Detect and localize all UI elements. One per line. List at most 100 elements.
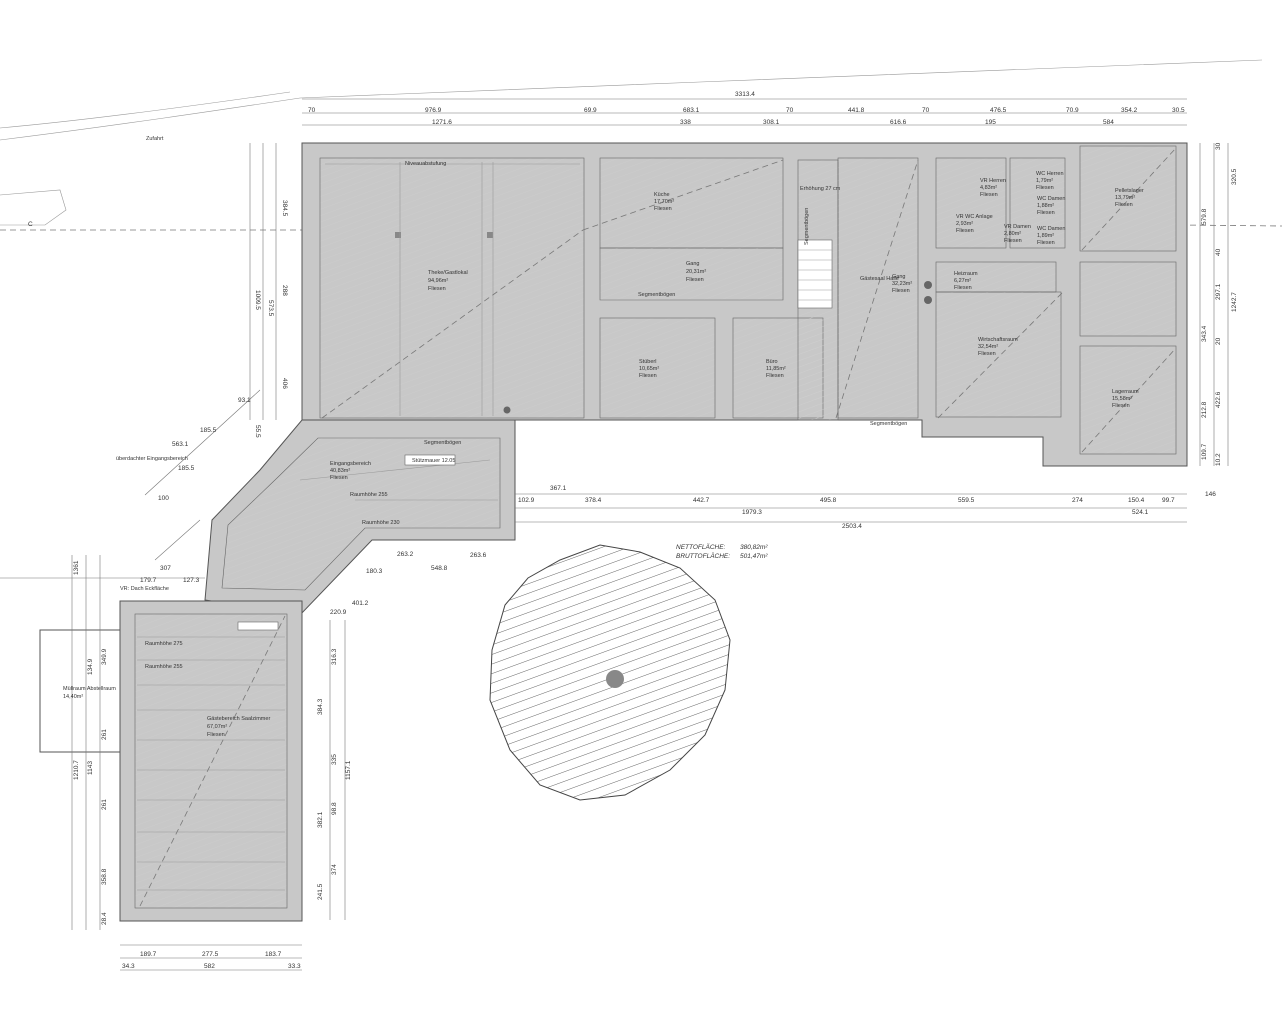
- note-eingangsbereich-ext: überdachter Eingangsbereich: [116, 456, 188, 462]
- dim-right-5: 422.6: [1215, 391, 1222, 408]
- svg-text:VR Damen: VR Damen: [1004, 224, 1031, 230]
- dim-right-7: 109.7: [1201, 443, 1208, 460]
- street-curb-line: [0, 59, 1263, 141]
- svg-text:32,23m²: 32,23m²: [892, 281, 912, 287]
- svg-text:Fliesen: Fliesen: [1037, 240, 1055, 246]
- dim-top-r1-4: 70: [786, 107, 794, 114]
- svg-text:Müllraum Abstellraum: Müllraum Abstellraum: [63, 686, 116, 692]
- dim-annex-b-5: 33.3: [288, 963, 301, 970]
- annex-building: [39, 600, 303, 922]
- dim-left-4: 406: [281, 378, 288, 389]
- room-label-wc-damen-2: WC Damen 1,89m² Fliesen: [1037, 226, 1065, 246]
- dim-bottom-total1: 1979.3: [742, 509, 762, 516]
- svg-text:Lagerraum: Lagerraum: [1112, 389, 1139, 395]
- svg-text:Fliesen: Fliesen: [1115, 202, 1133, 208]
- dim-top-r1-2: 69.9: [584, 107, 597, 114]
- room-label-gaestebereich: Gästebereich Saalzimmer 67,07m² Fliesen: [207, 716, 270, 738]
- svg-text:Pelletslager: Pelletslager: [1115, 188, 1144, 194]
- svg-text:Fliesen: Fliesen: [1112, 403, 1130, 409]
- svg-text:380,82m²: 380,82m²: [740, 544, 768, 551]
- svg-text:501,47m²: 501,47m²: [740, 553, 768, 560]
- dim-bottom-4: 495.8: [820, 497, 837, 504]
- svg-text:4,83m²: 4,83m²: [980, 185, 997, 191]
- dim-right-8: 40: [1215, 248, 1222, 256]
- room-label-heizraum: Heizraum 6,27m² Fliesen: [954, 271, 978, 291]
- dim-annex-b-2: 183.7: [265, 951, 282, 958]
- svg-text:Fliesen: Fliesen: [428, 286, 446, 292]
- svg-text:2,80m²: 2,80m²: [1004, 231, 1021, 237]
- svg-text:Wirtschaftsraum: Wirtschaftsraum: [978, 337, 1018, 343]
- dim-bottom-total1b: 524.1: [1132, 509, 1149, 516]
- room-label-vr-damen: VR Damen 2,80m² Fliesen: [1004, 224, 1031, 244]
- tree-icon: [489, 544, 731, 801]
- svg-text:Fliesen: Fliesen: [956, 228, 974, 234]
- dim-annex-r-3: 335: [331, 754, 338, 765]
- dim-top-r1-7: 476.5: [990, 107, 1007, 114]
- dim-entr-8: 220.9: [330, 609, 347, 616]
- dim-annex-l-8: 28.4: [101, 912, 108, 925]
- svg-text:6,27m²: 6,27m²: [954, 278, 971, 284]
- dim-annex-r-5: 374: [331, 864, 338, 875]
- svg-text:Küche: Küche: [654, 192, 670, 198]
- dim-bottom-2: 378.4: [585, 497, 602, 504]
- waste-room: [39, 629, 121, 753]
- svg-text:Fliesen: Fliesen: [654, 206, 672, 212]
- section-marker: C: [28, 221, 33, 228]
- note-segmentbogen-2: Segmentbögen: [424, 440, 461, 446]
- column: [487, 232, 493, 238]
- driveway-label: Zufahrt: [146, 136, 164, 142]
- room-label-gang-1: Gang 20,31m² Fliesen: [686, 261, 706, 283]
- svg-text:32,54m²: 32,54m²: [978, 344, 998, 350]
- dim-top-r1-3: 683.1: [683, 107, 700, 114]
- dim-entr-4: 263.6: [470, 552, 487, 559]
- dim-right-9: 20: [1215, 337, 1222, 345]
- dim-left-3: 288: [281, 285, 288, 296]
- dim-top-r1-9: 354.2: [1121, 107, 1138, 114]
- dim-annex-b-4: 582: [204, 963, 215, 970]
- room-label-stueberl: Stüberl 10,65m² Fliesen: [639, 359, 659, 379]
- section-line-right: [1179, 224, 1282, 227]
- dim-right-0: 320.5: [1231, 168, 1238, 185]
- dim-entr-7: 401.2: [352, 600, 369, 607]
- room-label-kueche: Küche 17,70m² Fliesen: [654, 192, 674, 212]
- note-erhoehung: Erhöhung 27 cm: [800, 186, 841, 192]
- dim-left-5: 93.1: [238, 397, 251, 404]
- svg-text:Fliesen: Fliesen: [766, 373, 784, 379]
- note-segmentbogen-1: Segmentbögen: [638, 292, 675, 298]
- room-label-eingangsbereich: Eingangsbereich 40,83m² Fliesen: [330, 461, 371, 481]
- note-niveauabstufung: Niveauabstufung: [405, 161, 446, 167]
- svg-text:Fliesen: Fliesen: [207, 732, 225, 738]
- dim-annex-r-6: 241.5: [317, 883, 324, 900]
- svg-text:VR Herren: VR Herren: [980, 178, 1006, 184]
- dim-bottom-7: 150.4: [1128, 497, 1145, 504]
- room-label-vr-wc-anlage: VR WC Anlage 2,93m² Fliesen: [956, 214, 993, 234]
- dim-annex-b-3: 34.3: [122, 963, 135, 970]
- svg-text:Stüberl: Stüberl: [639, 359, 656, 365]
- dim-entr-5: 548.8: [431, 565, 448, 572]
- staircase: [797, 239, 833, 309]
- svg-text:VR WC Anlage: VR WC Anlage: [956, 214, 993, 220]
- dim-bottom-5: 559.5: [958, 497, 975, 504]
- dim-top-r2-2: 308.1: [763, 119, 780, 126]
- dim-right-6: 212.8: [1201, 401, 1208, 418]
- dim-right-1: 579.8: [1201, 208, 1208, 225]
- dim-annex-r-4: 382.1: [317, 811, 324, 828]
- svg-text:Eingangsbereich: Eingangsbereich: [330, 461, 371, 467]
- svg-text:Gang: Gang: [686, 261, 699, 267]
- room-label-gastlokal: Theke/Gastlokal 94,96m² Fliesen: [428, 270, 468, 292]
- dim-bottom-3: 442.7: [693, 497, 710, 504]
- svg-text:WC Damen: WC Damen: [1037, 226, 1065, 232]
- dim-annex-l-3: 261: [101, 729, 108, 740]
- svg-text:14,40m²: 14,40m²: [63, 694, 83, 700]
- dim-bottom-total2: 2503.4: [842, 523, 862, 530]
- dim-top-r2-4: 195: [985, 119, 996, 126]
- room-label-wirtschaftsraum: Wirtschaftsraum 32,54m² Fliesen: [978, 337, 1018, 357]
- svg-text:Fliesen: Fliesen: [330, 475, 348, 481]
- svg-text:WC Damen: WC Damen: [1037, 196, 1065, 202]
- svg-text:Fliesen: Fliesen: [1037, 210, 1055, 216]
- note-raumhoehe-2: Raumhöhe 230: [362, 520, 400, 526]
- dim-annex-l-6: 1143: [87, 761, 94, 775]
- svg-text:NETTOFLÄCHE:: NETTOFLÄCHE:: [676, 543, 726, 551]
- svg-text:Fliesen: Fliesen: [639, 373, 657, 379]
- svg-text:Fliesen: Fliesen: [954, 285, 972, 291]
